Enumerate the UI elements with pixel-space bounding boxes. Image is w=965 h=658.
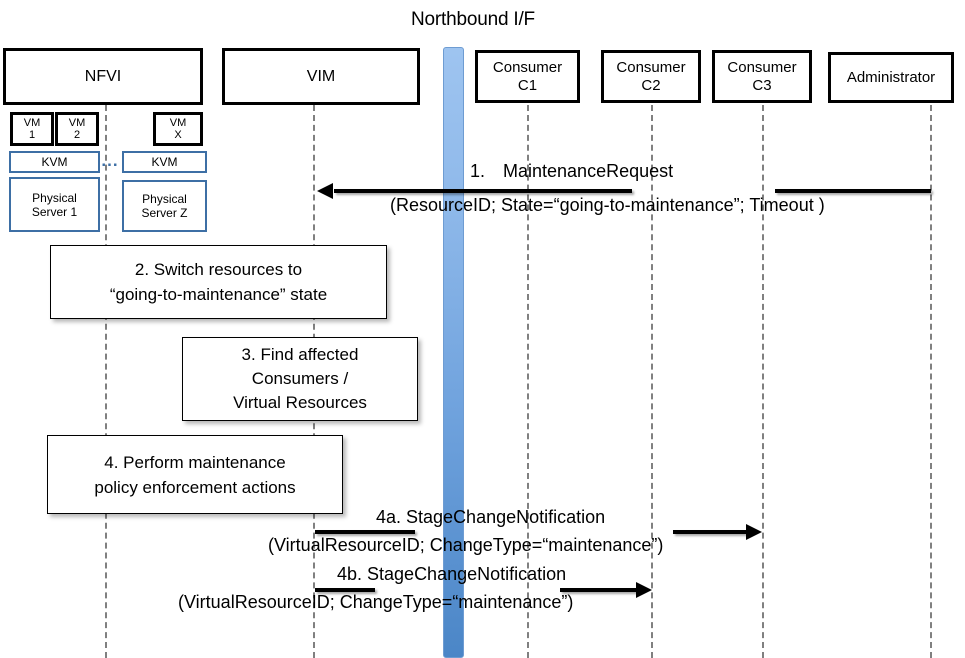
physical-server-label-right: Physical Server Z: [141, 192, 188, 220]
message-1-title: 1. MaintenanceRequest: [470, 161, 674, 181]
physical-server-label-left: Physical Server 1: [31, 190, 78, 219]
lifeline-consumer-c1: [527, 105, 529, 658]
step-box-3[interactable]: 3. Find affected Consumers / Virtual Res…: [182, 337, 418, 421]
actor-label-consumer-c3: Consumer C3: [727, 58, 797, 94]
actor-label-consumer-c1: Consumer C1: [492, 58, 563, 94]
lifeline-consumer-c3: [762, 105, 764, 658]
hypervisor-box-right[interactable]: KVM: [122, 151, 207, 173]
step-text-3: 3. Find affected Consumers / Virtual Res…: [233, 345, 367, 412]
host-ellipsis: ...: [101, 151, 119, 170]
physical-server-box-left[interactable]: Physical Server 1: [9, 177, 100, 232]
lifeline-administrator: [930, 105, 932, 658]
vm-box-1[interactable]: VM 1: [10, 112, 54, 146]
message-4a-line-left: [315, 530, 415, 534]
actor-box-consumer-c1[interactable]: Consumer C1: [475, 50, 580, 103]
message-1-line-right: [775, 189, 931, 193]
actor-label-nfvi: NFVI: [84, 68, 122, 85]
message-4a-title: 4a. StageChangeNotification: [376, 507, 606, 527]
vm-box-2[interactable]: VM 2: [55, 112, 99, 146]
message-4b-params: (VirtualResourceID; ChangeType=“maintena…: [178, 592, 574, 612]
message-4b-title: 4b. StageChangeNotification: [337, 564, 567, 584]
actor-box-consumer-c2[interactable]: Consumer C2: [601, 50, 701, 103]
vm-label-2: VM 2: [68, 117, 86, 141]
actor-box-nfvi[interactable]: NFVI: [3, 48, 203, 105]
actor-label-administrator: Administrator: [846, 68, 936, 86]
message-4a-params: (VirtualResourceID; ChangeType=“maintena…: [268, 535, 664, 555]
message-4b-line-right: [560, 588, 637, 592]
actor-label-vim: VIM: [306, 68, 336, 85]
message-4a-arrowhead: [746, 524, 762, 540]
physical-server-box-right[interactable]: Physical Server Z: [122, 180, 207, 232]
step-box-4[interactable]: 4. Perform maintenance policy enforcemen…: [47, 435, 343, 514]
step-text-4: 4. Perform maintenance policy enforcemen…: [94, 452, 296, 497]
actor-box-vim[interactable]: VIM: [222, 48, 420, 105]
vm-box-x[interactable]: VM X: [153, 112, 203, 146]
actor-box-consumer-c3[interactable]: Consumer C3: [712, 50, 812, 103]
vm-label-1: VM 1: [23, 117, 41, 141]
message-4a-line-right: [673, 530, 747, 534]
hypervisor-label-right: KVM: [151, 155, 178, 169]
step-box-2[interactable]: 2. Switch resources to “going-to-mainten…: [50, 245, 387, 319]
page-title: Northbound I/F: [411, 9, 535, 30]
vm-label-x: VM X: [169, 117, 187, 141]
message-1-params: (ResourceID; State=“going-to-maintenance…: [390, 195, 825, 215]
step-text-2: 2. Switch resources to “going-to-mainten…: [109, 260, 328, 304]
lifeline-consumer-c2: [651, 105, 653, 658]
hypervisor-label-left: KVM: [41, 155, 68, 169]
lifeline-nfvi: [105, 105, 107, 658]
message-4b-arrowhead: [636, 582, 652, 598]
actor-box-administrator[interactable]: Administrator: [828, 52, 954, 103]
actor-label-consumer-c2: Consumer C2: [616, 58, 686, 94]
message-4b-line-left: [315, 588, 375, 592]
message-1-line-left: [334, 189, 632, 193]
hypervisor-box-left[interactable]: KVM: [9, 151, 100, 173]
message-1-arrowhead: [317, 183, 333, 199]
